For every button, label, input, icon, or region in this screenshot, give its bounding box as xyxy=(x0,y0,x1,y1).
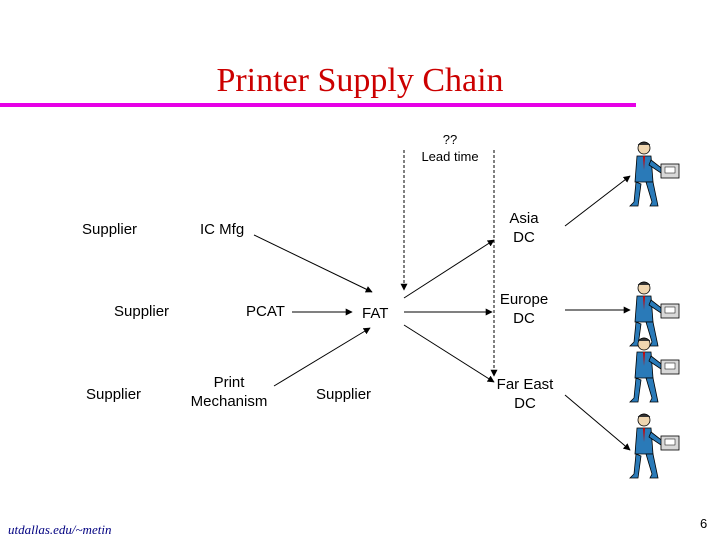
supplier-node-1: Supplier xyxy=(82,221,138,238)
print-mechanism-node: Print Mechanism xyxy=(186,373,272,411)
ic-mfg-node: IC Mfg xyxy=(200,221,245,238)
arrow-asia-customer xyxy=(564,175,631,227)
businessman-icon xyxy=(629,281,680,347)
far-east-dc-node: Far East DC xyxy=(490,375,560,413)
arrow-fat-asia xyxy=(403,239,495,299)
asia-dc-line2: DC xyxy=(513,229,535,246)
europe-dc-node: Europe DC xyxy=(492,290,556,328)
lead-time-marker: ?? xyxy=(442,132,458,147)
arrow-fareast-customer xyxy=(564,394,631,451)
businessman-icon xyxy=(629,141,680,207)
far-east-dc-line1: Far East xyxy=(496,376,554,393)
arrow-printmech-fat xyxy=(273,327,371,387)
footer-url: utdallas.edu/~metin xyxy=(8,522,112,537)
lead-time-label: Lead time xyxy=(421,149,479,164)
supplier-node-2: Supplier xyxy=(114,303,170,320)
europe-dc-line2: DC xyxy=(513,310,535,327)
arrow-fat-fareast xyxy=(403,324,495,383)
businessman-icon xyxy=(629,337,680,403)
asia-dc-node: Asia DC xyxy=(496,209,552,247)
lead-time-annotation: ?? Lead time xyxy=(400,131,500,165)
print-mechanism-line2: Mechanism xyxy=(190,393,268,410)
slide-title: Printer Supply Chain xyxy=(216,62,504,99)
far-east-dc-line2: DC xyxy=(514,395,536,412)
businessman-icon xyxy=(629,413,680,479)
page-number: 6 xyxy=(700,516,708,531)
fat-node: FAT xyxy=(362,305,389,322)
pcat-node: PCAT xyxy=(246,303,285,320)
europe-dc-line1: Europe xyxy=(499,291,549,308)
arrow-icmfg-fat xyxy=(253,234,373,293)
supplier-node-4: Supplier xyxy=(316,386,372,403)
supplier-node-3: Supplier xyxy=(86,386,142,403)
title-underline xyxy=(0,103,636,107)
asia-dc-line1: Asia xyxy=(509,210,539,227)
print-mechanism-line1: Print xyxy=(213,374,245,391)
